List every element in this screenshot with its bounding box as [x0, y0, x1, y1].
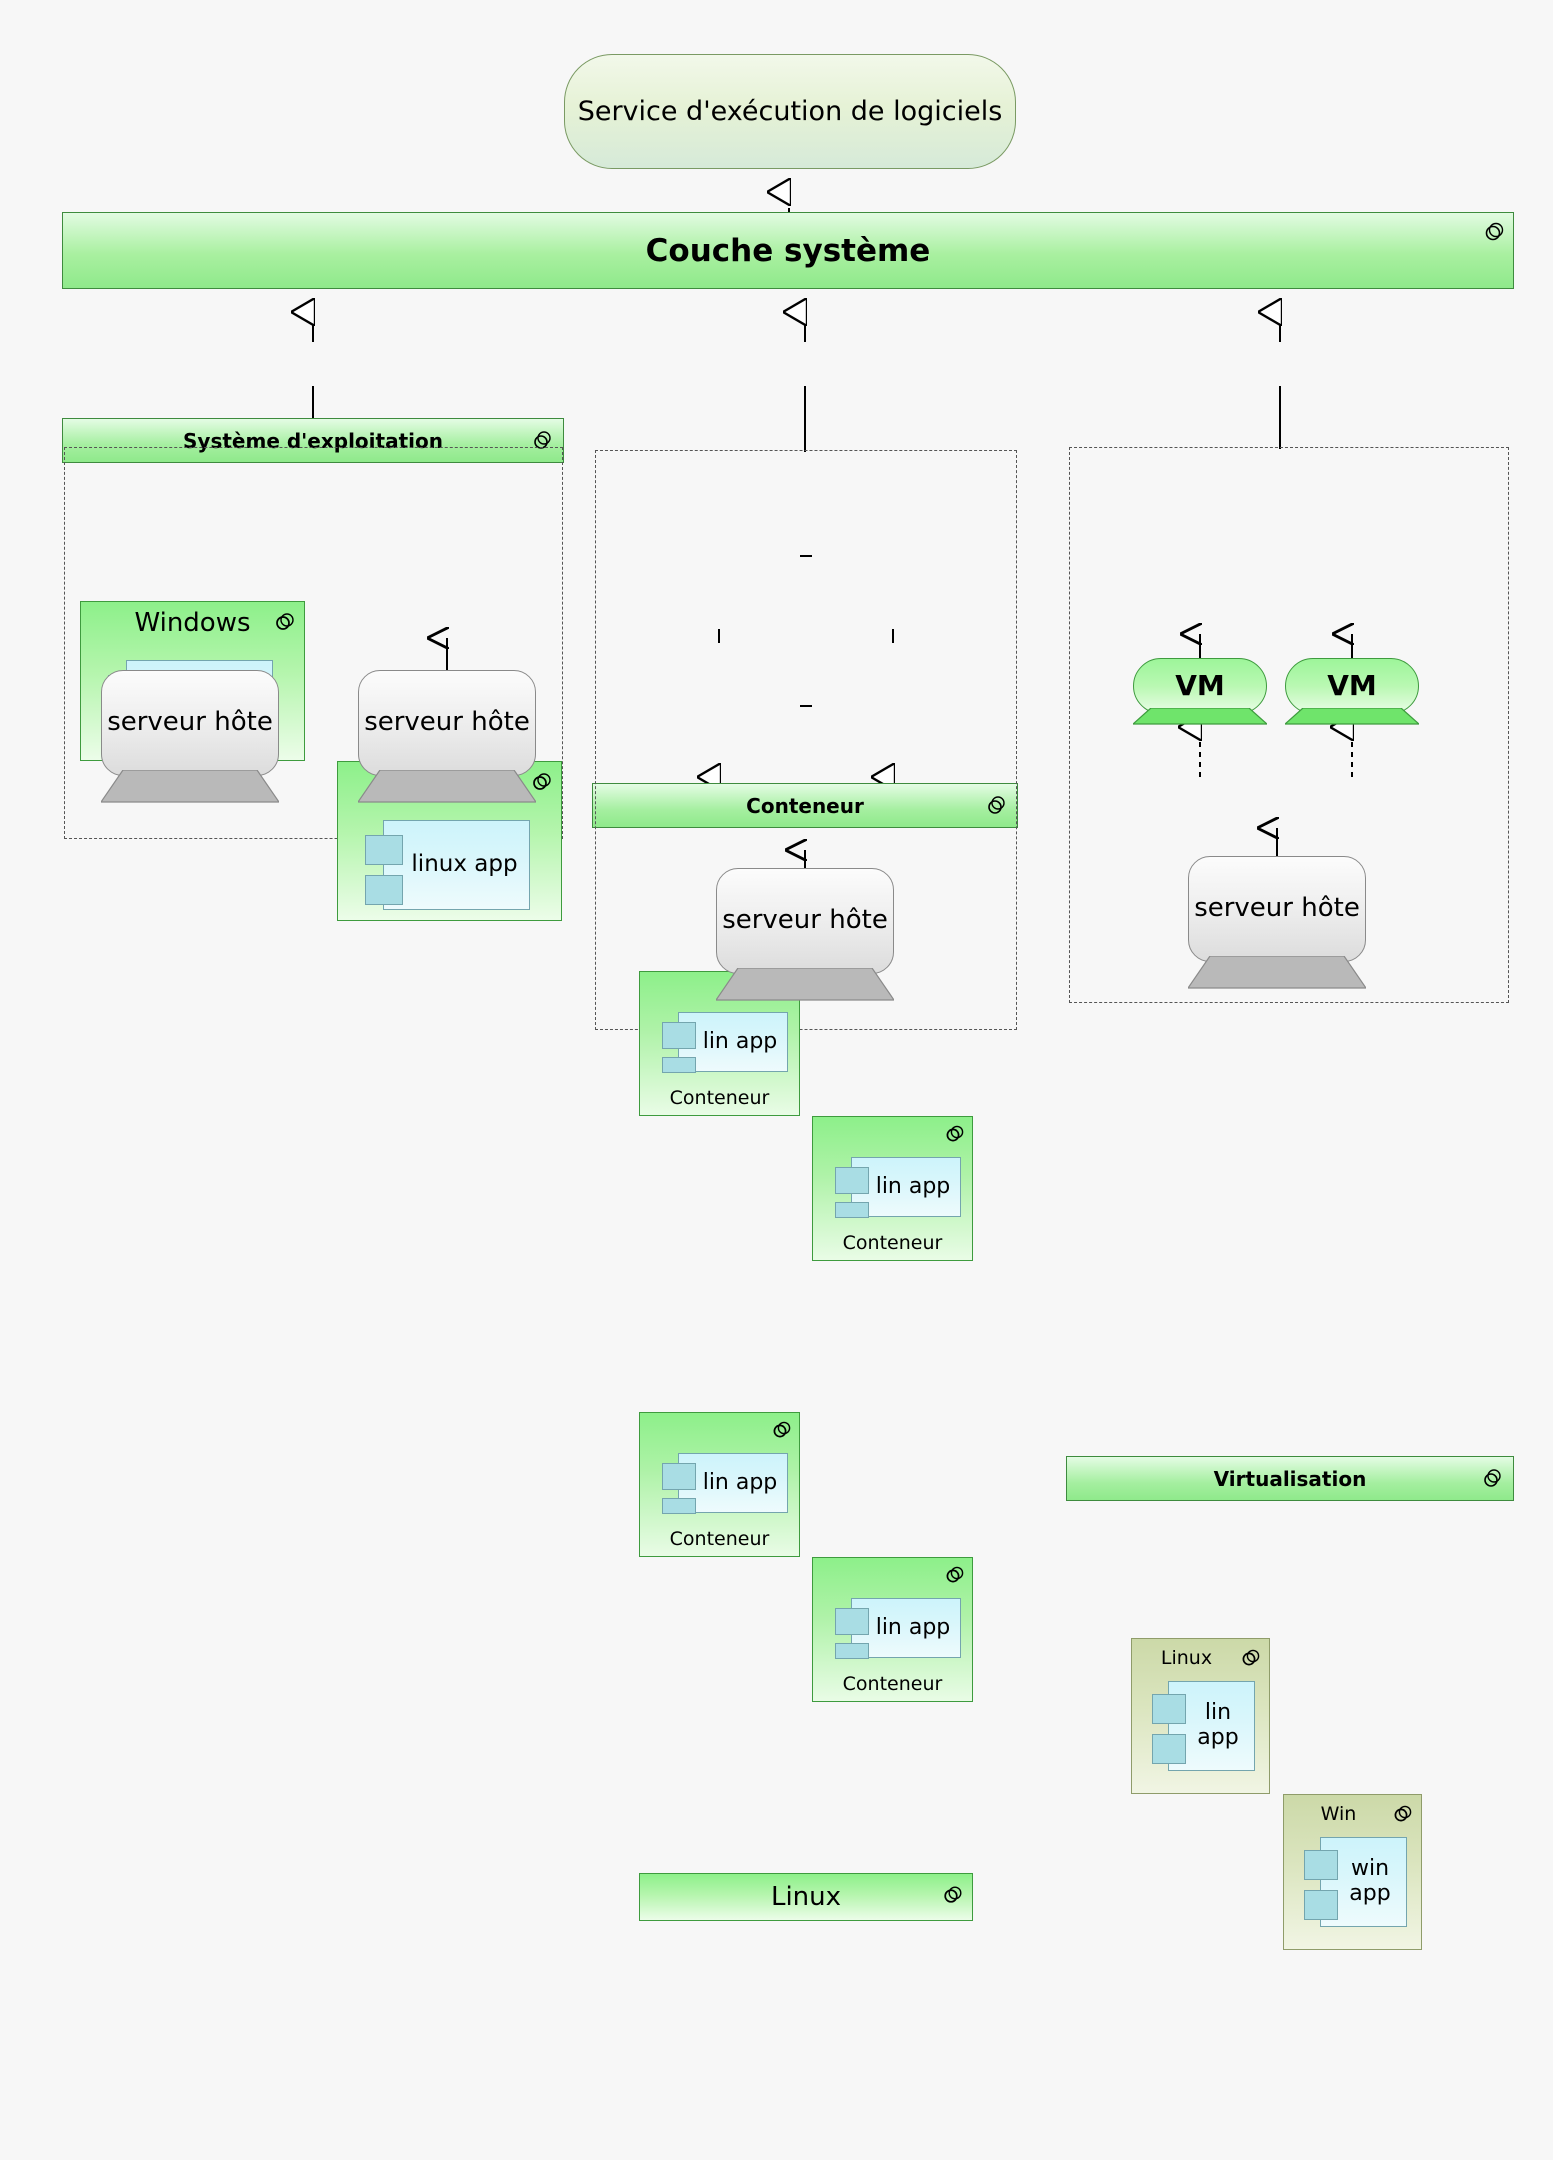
uml-component-lin-app[interactable]: lin app: [1152, 1681, 1255, 1771]
device-stand-icon: [716, 968, 894, 1002]
device-serveur-hote-linux[interactable]: serveur hôte: [358, 670, 536, 804]
container-label: Conteneur: [669, 1528, 770, 1550]
container-node-2[interactable]: lin app Conteneur: [812, 1116, 973, 1261]
os-node-linux-containers[interactable]: Linux: [639, 1873, 973, 1921]
component-label: win app: [1349, 1856, 1391, 1906]
uml-component-win-app[interactable]: win app: [1304, 1837, 1407, 1927]
device-stand-icon: [1133, 708, 1267, 726]
component-tab-icon: [662, 1022, 696, 1049]
node-icon: [941, 1885, 963, 1907]
header-conteneur[interactable]: Conteneur: [592, 783, 1018, 828]
container-label: Conteneur: [669, 1087, 770, 1109]
node-icon: [1391, 1804, 1413, 1826]
os-title: Linux: [1160, 1647, 1213, 1669]
container-label: Conteneur: [842, 1673, 943, 1695]
node-icon: [1239, 1648, 1261, 1670]
os-title: Win: [1320, 1803, 1357, 1825]
node-icon: [770, 1420, 792, 1442]
container-node-4[interactable]: lin app Conteneur: [812, 1557, 973, 1702]
component-label: lin app: [702, 1028, 778, 1054]
uml-component-lin-app[interactable]: lin app: [835, 1157, 961, 1218]
header-label: Système d'exploitation: [183, 428, 443, 453]
device-label: serveur hôte: [716, 868, 894, 974]
uml-component-linux-app[interactable]: linux app: [365, 820, 530, 910]
device-serveur-hote-conteneur[interactable]: serveur hôte: [716, 868, 894, 1002]
header-systeme-exploitation[interactable]: Système d'exploitation: [62, 418, 564, 463]
guest-os-node-linux[interactable]: Linux lin app: [1131, 1638, 1270, 1794]
group-conteneur: [595, 450, 1017, 1030]
system-layer-bar[interactable]: Couche système: [62, 212, 1514, 289]
vm-node-1[interactable]: VM: [1133, 658, 1267, 726]
component-tab-icon: [662, 1057, 696, 1073]
device-label: serveur hôte: [1188, 856, 1366, 962]
node-icon: [273, 612, 295, 634]
node-icon: [530, 772, 552, 794]
container-label: Conteneur: [842, 1232, 943, 1254]
node-icon: [943, 1565, 965, 1587]
uml-component-lin-app[interactable]: lin app: [662, 1012, 788, 1073]
device-stand-icon: [101, 770, 279, 804]
diagram-canvas: Service d'exécution de logiciels Couche …: [62, 54, 1514, 1950]
component-label: lin app: [702, 1469, 778, 1495]
uml-component-lin-app[interactable]: lin app: [662, 1453, 788, 1514]
device-label: serveur hôte: [101, 670, 279, 776]
os-title: Linux: [770, 1882, 842, 1912]
device-label: serveur hôte: [358, 670, 536, 776]
component-label: lin app: [1197, 1700, 1239, 1750]
vm-node-2[interactable]: VM: [1285, 658, 1419, 726]
group-virtualisation: [1069, 447, 1509, 1003]
node-icon: [1481, 1468, 1503, 1490]
group-systeme-exploitation: [64, 447, 563, 839]
component-tab-icon: [365, 875, 403, 905]
device-stand-icon: [1285, 708, 1419, 726]
header-label: Virtualisation: [1213, 1466, 1367, 1491]
node-icon: [985, 795, 1007, 817]
vm-label: VM: [1133, 658, 1267, 714]
vm-label: VM: [1285, 658, 1419, 714]
node-icon: [1483, 221, 1505, 243]
uml-component-lin-app[interactable]: lin app: [835, 1598, 961, 1659]
component-label: lin app: [875, 1614, 951, 1640]
device-stand-icon: [1188, 956, 1366, 990]
device-serveur-hote-virtualisation[interactable]: serveur hôte: [1188, 856, 1366, 990]
service-node[interactable]: Service d'exécution de logiciels: [564, 54, 1016, 169]
node-icon: [943, 1124, 965, 1146]
header-label: Conteneur: [746, 793, 864, 818]
os-title: Windows: [134, 608, 251, 638]
component-label: linux app: [411, 851, 518, 878]
component-label: lin app: [875, 1173, 951, 1199]
device-serveur-hote-windows[interactable]: serveur hôte: [101, 670, 279, 804]
device-stand-icon: [358, 770, 536, 804]
header-virtualisation[interactable]: Virtualisation: [1066, 1456, 1514, 1501]
container-node-3[interactable]: lin app Conteneur: [639, 1412, 800, 1557]
component-tab-icon: [365, 835, 403, 865]
node-icon: [531, 430, 553, 452]
service-label: Service d'exécution de logiciels: [577, 95, 1003, 127]
guest-os-node-win[interactable]: Win win app: [1283, 1794, 1422, 1950]
system-layer-label: Couche système: [645, 232, 931, 269]
